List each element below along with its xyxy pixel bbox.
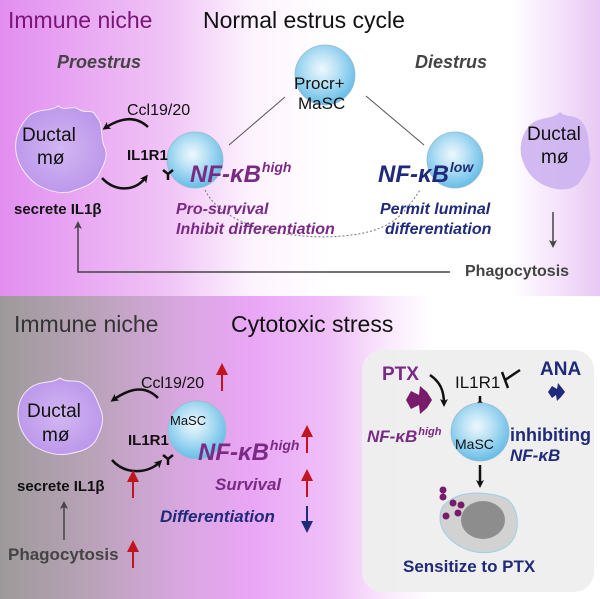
up-arrow-survival [301, 469, 313, 497]
tumor-cell-nucleus [461, 501, 505, 539]
nfkb-high-base-bottom: NF-κB [198, 439, 269, 466]
nfkb-high-sup-bottom: high [269, 437, 300, 453]
top-cycle-title: Normal estrus cycle [203, 7, 405, 33]
ductal-right-label-1: Ductal [527, 124, 581, 145]
ductal-bottom-label-1: Ductal [27, 401, 81, 422]
masc-cell-bottom [167, 400, 227, 460]
sensitize-label: Sensitize to PTX [403, 557, 536, 576]
ductal-left-label-1: Ductal [22, 125, 76, 146]
arrow-ccl-to-macrophage-bottom [110, 388, 159, 402]
arrow-il1b-to-receptor-bottom [111, 459, 163, 473]
il1r1-label-box: IL1R1 [455, 373, 501, 392]
inhibiting-label: inhibiting [510, 425, 591, 445]
ana-drug-icon [548, 383, 565, 401]
diestrus-label: Diestrus [415, 52, 488, 72]
ptx-label: PTX [382, 364, 419, 385]
procr-cell-label-1: Procr+ [294, 74, 345, 93]
phagocytosis-label-bottom: Phagocytosis [8, 545, 119, 564]
nfkb-high-base: NF-κB [190, 161, 261, 188]
inhibiting-nfkb-label: NF-κB [510, 446, 561, 465]
secrete-il1b-label: secrete IL1β [14, 201, 102, 218]
nfkb-high-label-bottom: NF-κBhigh [198, 438, 299, 465]
ductal-right-label-2: mø [541, 147, 569, 168]
phagocytosis-label-top: Phagocytosis [465, 263, 570, 280]
up-arrow-ccl [216, 363, 228, 391]
arrow-ccl-to-macrophage [102, 118, 149, 130]
nfkb-high-sup: high [261, 159, 292, 175]
nfkb-low-sup: low [449, 159, 474, 175]
up-arrow-nfkb [301, 425, 313, 453]
bottom-stress-title: Cytotoxic stress [231, 311, 394, 337]
proestrus-label: Proestrus [57, 52, 142, 72]
inhibit-differentiation-label: Inhibit differentiation [176, 221, 335, 238]
ductal-left-label-2: mø [37, 148, 65, 169]
nfkb-high-base-box: NF-κB [367, 427, 418, 446]
pro-survival-label: Pro-survival [176, 201, 269, 218]
ana-inhibits-il1r1 [500, 368, 521, 389]
macrophage-bottom [17, 377, 103, 455]
il1r1-receptor-icon-bottom [162, 454, 174, 465]
masc-cell-high [166, 131, 224, 189]
up-arrow-phagocytosis [127, 540, 139, 568]
survival-label: Survival [215, 475, 282, 494]
ccl-label-bottom: Ccl19/20 [141, 375, 205, 392]
nfkb-high-label: NF-κBhigh [190, 160, 291, 187]
bottom-niche-title: Immune niche [14, 311, 159, 337]
masc-label-box: MaSC [455, 436, 494, 452]
masc-cell-low [426, 131, 484, 189]
permit-luminal-label: Permit luminal [380, 201, 491, 218]
macrophage-left-top [15, 105, 107, 193]
masc-cell-box [450, 402, 510, 462]
il1r1-receptor-icon [162, 169, 174, 180]
link-procr-high [228, 96, 286, 146]
nfkb-low-label: NF-κBlow [378, 160, 473, 187]
ptx-drug-icon [406, 386, 432, 414]
dashed-transition-curve [204, 189, 421, 238]
differentiation-label: differentiation [385, 221, 492, 238]
ductal-bottom-label-2: mø [42, 425, 70, 446]
differentiation-label-bottom: Differentiation [160, 507, 275, 526]
up-arrow-secrete [127, 470, 139, 498]
top-niche-title: Immune niche [8, 7, 153, 33]
procr-cell-label-2: MaSC [298, 94, 346, 113]
down-arrow-differentiation [301, 506, 313, 533]
ccl-label: Ccl19/20 [127, 102, 191, 119]
nfkb-high-sup-box: high [418, 426, 442, 438]
masc-label-bottom: MaSC [170, 413, 207, 428]
procr-masc-cell [294, 44, 356, 106]
macrophage-right-top [520, 112, 591, 190]
ana-label: ANA [540, 359, 582, 380]
secrete-il1b-label-bottom: secrete IL1β [17, 478, 105, 495]
arrow-phagocytosis-to-secrete [74, 221, 450, 273]
arrow-ptx-to-masc [429, 373, 448, 407]
nfkb-low-base: NF-κB [378, 161, 449, 188]
link-procr-low [365, 95, 425, 146]
ptx-particles-icon [439, 486, 465, 520]
il1r1-label-bottom: IL1R1 [128, 432, 169, 449]
nfkb-high-label-box: NF-κBhigh [367, 426, 442, 446]
il1r1-label: IL1R1 [127, 147, 168, 164]
arrow-il1b-to-receptor [101, 174, 148, 190]
